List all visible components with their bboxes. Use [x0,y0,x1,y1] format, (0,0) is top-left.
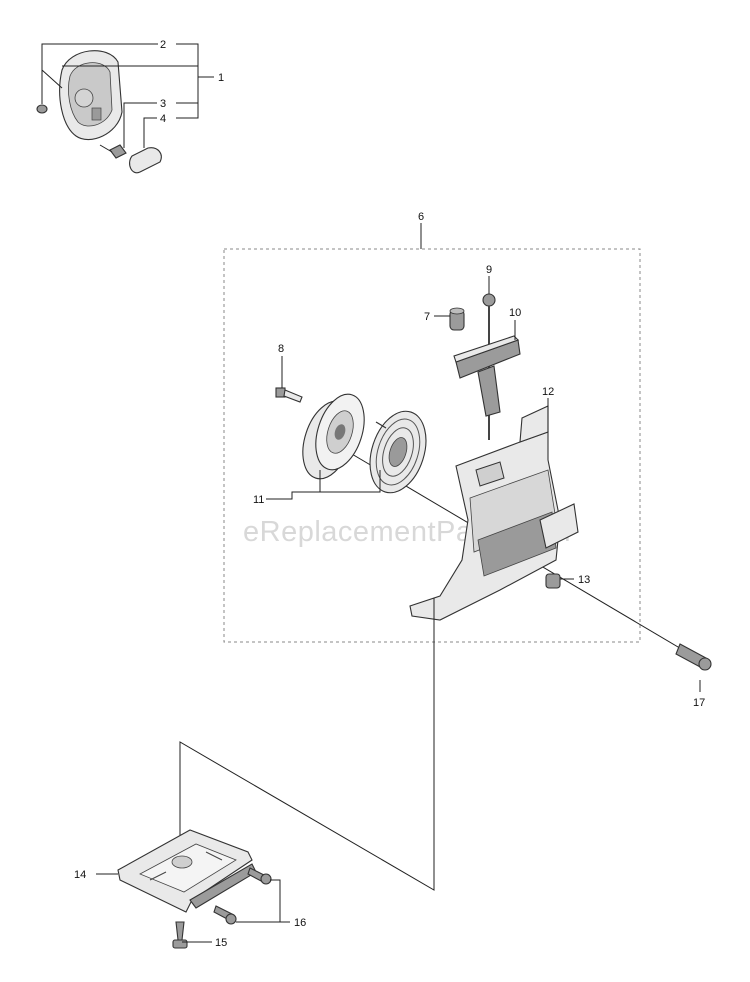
callout-12: 12 [542,386,554,398]
leaders-starter [266,223,701,692]
callout-10: 10 [509,307,521,319]
part-handle-10 [453,335,521,417]
part-screw-15 [172,921,188,949]
leaders-group-1 [41,43,214,153]
callout-17: 17 [693,697,705,709]
assembly-group-box [223,248,641,643]
part-spacer-13 [545,573,561,589]
part-cover-assembly [36,50,162,174]
explode-line-plate [179,598,435,891]
callout-13: 13 [578,574,590,586]
part-bushing-7 [449,307,465,331]
callout-1: 1 [218,72,224,84]
callout-3: 3 [160,98,166,110]
callout-2: 2 [160,39,166,51]
part-recoil-spring [369,410,427,494]
callout-9: 9 [486,264,492,276]
part-guard-plate [117,829,257,913]
leaders-plate [96,873,290,943]
part-bolt-17 [675,643,712,671]
callout-8: 8 [278,343,284,355]
part-screw-small [36,104,48,114]
part-knob [129,147,162,174]
part-screws-16 [213,867,272,925]
part-starter-housing [409,405,579,621]
callout-7: 7 [424,311,430,323]
part-pulley [302,393,365,480]
callout-16: 16 [294,917,306,929]
part-bolt-8 [275,387,303,403]
part-nut [109,144,127,159]
callout-15: 15 [215,937,227,949]
callout-11: 11 [253,494,264,506]
callout-6: 6 [418,211,424,223]
callout-14: 14 [74,869,86,881]
callout-4: 4 [160,113,166,125]
